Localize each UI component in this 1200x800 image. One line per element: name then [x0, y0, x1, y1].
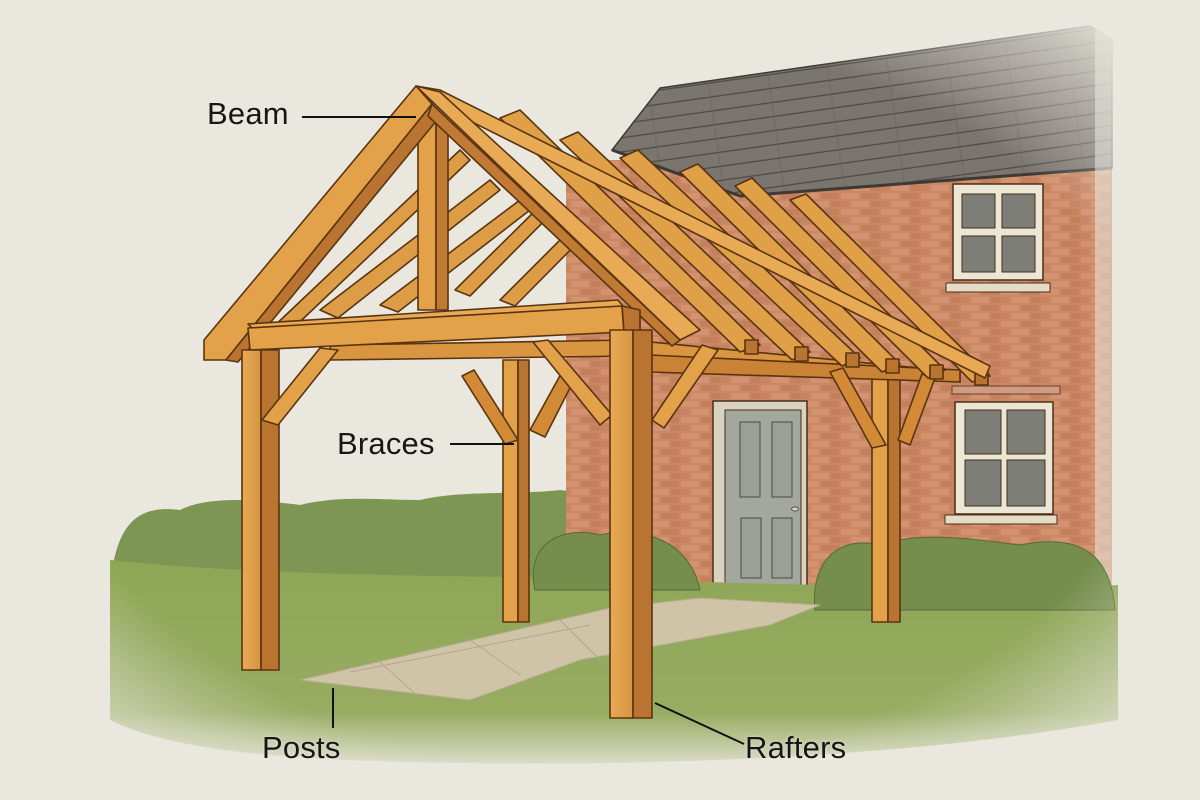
label-braces: Braces: [337, 426, 435, 461]
label-rafters: Rafters: [745, 730, 847, 765]
label-beam: Beam: [207, 96, 289, 131]
leader-lines: [302, 116, 745, 745]
rafters-leader-line: [654, 702, 745, 745]
label-posts: Posts: [262, 730, 341, 765]
